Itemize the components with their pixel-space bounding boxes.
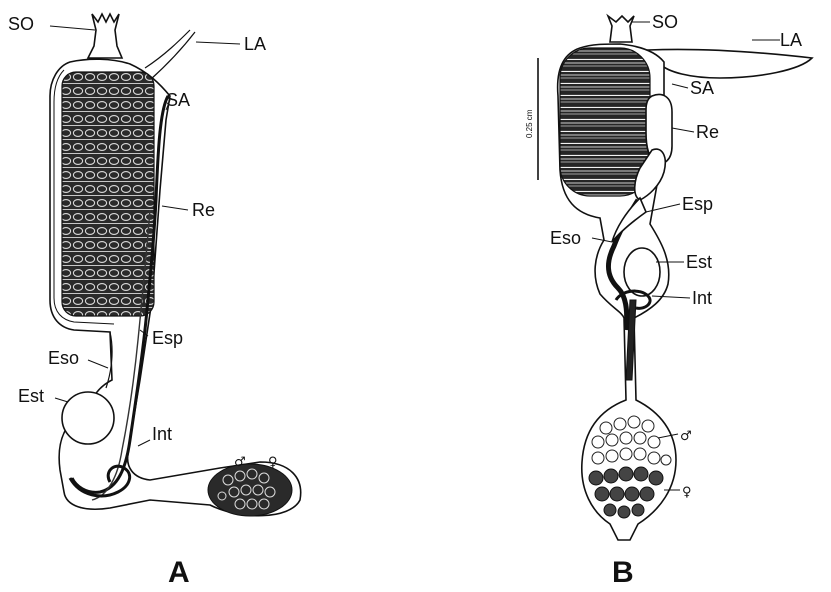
panel-a-title: A <box>168 556 190 589</box>
panel-b-label-eso: Eso <box>550 228 581 248</box>
panel-a-label-int: Int <box>152 424 172 444</box>
panel-b-title: B <box>612 556 634 589</box>
panel-a-label-la: LA <box>244 34 266 54</box>
panel-b-symbol-female: ♀ <box>682 485 692 500</box>
panel-b-oral-siphon <box>608 16 634 42</box>
panel-b-label-la: LA <box>780 30 802 50</box>
panel-a-label-so: SO <box>8 14 34 34</box>
panel-b-branchial-basket <box>560 48 650 196</box>
panel-a-stomach <box>62 392 114 444</box>
panel-b-label-est: Est <box>686 252 712 272</box>
panel-a-symbol-female: ♀ <box>268 455 278 470</box>
panel-b-scale-label: 0.25 cm <box>525 109 534 138</box>
panel-b-atrial-siphon <box>648 49 812 78</box>
panel-b-stomach <box>624 248 660 296</box>
panel-a-oral-siphon <box>88 14 122 58</box>
panel-a-label-eso: Eso <box>48 348 79 368</box>
panel-b-label-so: SO <box>652 12 678 32</box>
panel-a-symbol-male: ♂ <box>234 455 246 470</box>
panel-b-symbol-male: ♂ <box>680 429 692 444</box>
panel-b-label-esp: Esp <box>682 194 713 214</box>
panel-a-atrial-siphon <box>145 30 195 80</box>
panel-a-branchial-basket <box>62 72 154 316</box>
panel-a-label-re: Re <box>192 200 215 220</box>
panel-b-label-int: Int <box>692 288 712 308</box>
panel-a-label-est: Est <box>18 386 44 406</box>
panel-b-drawing: 0.25 cm <box>525 16 812 540</box>
panel-a-label-esp: Esp <box>152 328 183 348</box>
panel-b-label-re: Re <box>696 122 719 142</box>
panel-b-label-sa: SA <box>690 78 714 98</box>
panel-a-label-sa: SA <box>166 90 190 110</box>
